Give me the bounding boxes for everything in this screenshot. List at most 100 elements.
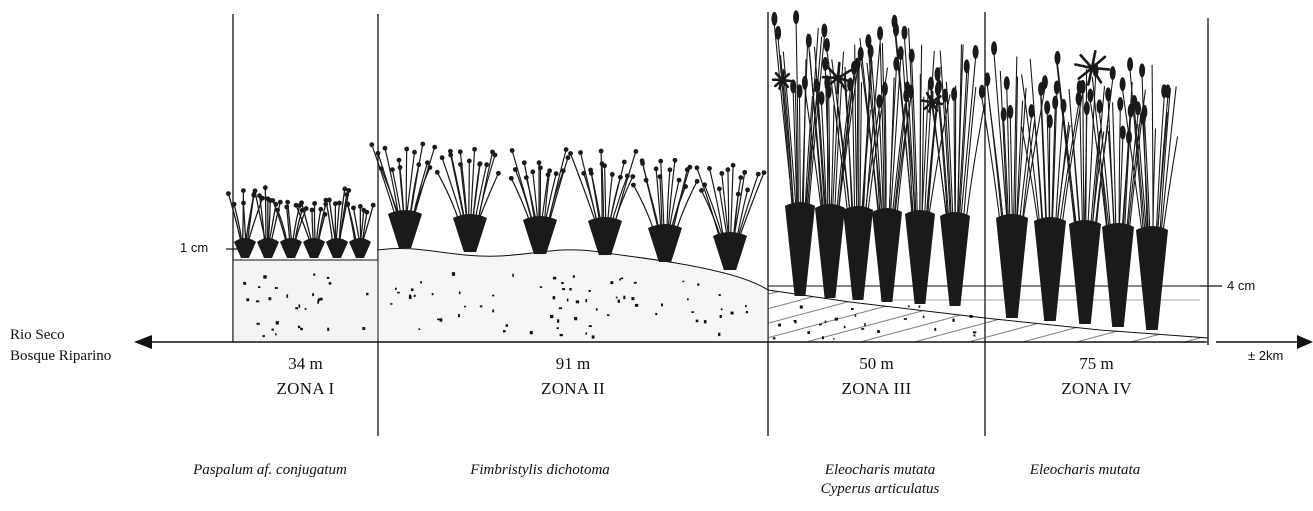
soil-speckle bbox=[576, 300, 579, 303]
soil-speckle bbox=[432, 293, 434, 295]
soil-speckle bbox=[272, 329, 274, 331]
soil-speckle bbox=[256, 300, 259, 302]
soil-speckle bbox=[550, 315, 553, 318]
soil-speckle bbox=[585, 299, 587, 302]
soil-speckle bbox=[800, 305, 803, 308]
soil-speckle bbox=[623, 296, 625, 299]
soil-speckle bbox=[720, 315, 722, 318]
soil-speckle bbox=[634, 282, 637, 284]
soil-speckle bbox=[904, 318, 907, 320]
soil-speckle bbox=[246, 298, 249, 301]
rush-clump-icon bbox=[771, 10, 827, 296]
zone-3-distance: 50 m bbox=[768, 354, 985, 374]
soil-speckle bbox=[492, 295, 494, 297]
soil-speckle bbox=[573, 275, 575, 278]
sedge-clump-icon bbox=[631, 158, 699, 262]
soil-speckle bbox=[721, 308, 723, 310]
soil-speckle bbox=[661, 304, 663, 307]
grass-tuft-icon bbox=[253, 185, 283, 258]
soil-speckle bbox=[540, 286, 542, 288]
soil-speckle bbox=[275, 333, 277, 335]
soil-speckle bbox=[631, 297, 634, 300]
soil-speckle bbox=[589, 290, 591, 292]
soil-speckle bbox=[530, 331, 533, 334]
soil-speckle bbox=[397, 292, 400, 294]
soil-speckle bbox=[327, 277, 330, 279]
soil-speckle bbox=[553, 296, 556, 299]
soil-speckle bbox=[719, 294, 721, 296]
soil-speckle bbox=[718, 333, 720, 336]
soil-speckle bbox=[773, 337, 776, 339]
zone-2-name: ZONA II bbox=[378, 379, 768, 399]
soil-speckle bbox=[243, 282, 246, 285]
soil-speckle bbox=[616, 297, 618, 299]
soil-speckle bbox=[822, 336, 824, 339]
soil-speckle bbox=[268, 297, 271, 300]
soil-speckle bbox=[819, 324, 822, 326]
soil-speckle bbox=[696, 320, 699, 323]
soil-speckle bbox=[409, 295, 411, 299]
soil-speckle bbox=[275, 287, 278, 289]
left-end-label-2: Bosque Riparino bbox=[10, 348, 111, 365]
soil-speckle bbox=[506, 324, 508, 327]
rush-clump-icon bbox=[1120, 57, 1178, 330]
zone-4-distance: 75 m bbox=[985, 354, 1208, 374]
soil-speckle bbox=[390, 303, 392, 305]
soil-speckle bbox=[923, 316, 925, 319]
sedge-clump-icon bbox=[509, 147, 570, 254]
soil-speckle bbox=[395, 288, 397, 290]
left-arrow-icon bbox=[134, 335, 152, 349]
soil-speckle bbox=[559, 307, 562, 309]
soil-speckle bbox=[635, 304, 638, 307]
soil-speckle bbox=[610, 281, 613, 284]
soil-speckle bbox=[807, 331, 810, 334]
soil-speckle bbox=[655, 313, 657, 315]
soil-speckle bbox=[298, 326, 300, 328]
soil-speckle bbox=[607, 314, 610, 316]
soil-speckle bbox=[492, 310, 494, 313]
soil-speckle bbox=[704, 320, 707, 323]
soil-speckle bbox=[305, 308, 307, 310]
soil-speckle bbox=[440, 318, 443, 321]
soil-speckle bbox=[952, 319, 954, 322]
zone-3-name: ZONA III bbox=[768, 379, 985, 399]
soil-speckle bbox=[553, 277, 556, 280]
zone-2-distance: 91 m bbox=[378, 354, 768, 374]
soil-speckle bbox=[855, 314, 857, 316]
soil-speckle bbox=[560, 334, 563, 336]
soil-speckle bbox=[778, 324, 781, 327]
zone-4-species: Eleocharis mutata bbox=[975, 462, 1195, 479]
soil-speckle bbox=[864, 323, 866, 326]
soil-speckle bbox=[861, 328, 864, 330]
soil-speckle bbox=[592, 335, 595, 338]
soil-speckle bbox=[464, 306, 466, 308]
soil-speckle bbox=[276, 321, 279, 324]
zone-4-name: ZONA IV bbox=[985, 379, 1208, 399]
soil-speckle bbox=[621, 278, 623, 280]
soil-speckle bbox=[618, 300, 620, 303]
soil-speckle bbox=[313, 274, 315, 276]
soil-speckle bbox=[557, 319, 559, 322]
soil-speckle bbox=[574, 317, 577, 320]
zone-1-name: ZONA I bbox=[233, 379, 378, 399]
soil-speckle bbox=[683, 281, 685, 283]
soil-speckle bbox=[414, 295, 416, 297]
soil-speckle bbox=[480, 305, 483, 307]
soil-speckle bbox=[731, 312, 734, 315]
soil-speckle bbox=[969, 315, 972, 318]
soil-speckle bbox=[569, 288, 571, 291]
soil-profile bbox=[233, 248, 1208, 342]
soil-speckle bbox=[919, 306, 921, 308]
soil-speckle bbox=[596, 308, 598, 310]
soil-speckle bbox=[973, 331, 976, 333]
right-end-label: ± 2km bbox=[1248, 348, 1283, 363]
depth-label-left: 1 cm bbox=[180, 240, 208, 255]
soil-speckle bbox=[745, 305, 747, 307]
right-arrow-icon bbox=[1297, 335, 1313, 349]
soil-speckle bbox=[585, 332, 587, 334]
left-end-label-1: Rio Seco bbox=[10, 327, 65, 344]
soil-speckle bbox=[320, 298, 323, 301]
soil-speckle bbox=[512, 274, 514, 277]
soil-speckle bbox=[362, 327, 365, 330]
